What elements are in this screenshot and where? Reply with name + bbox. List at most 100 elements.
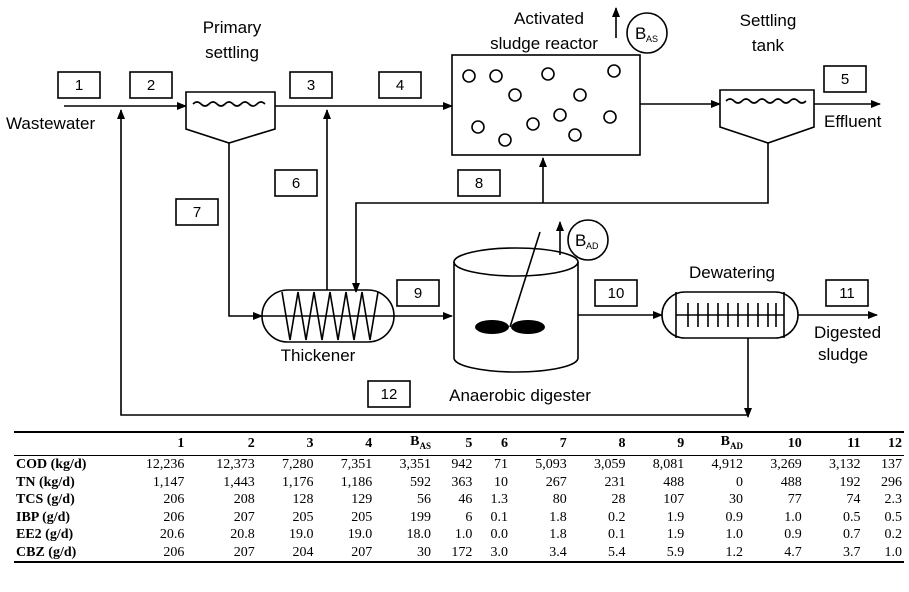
svg-text:8: 8 — [475, 175, 483, 192]
stream-box-12: 12 — [367, 380, 411, 408]
table-cell: 18.0 — [406, 527, 431, 543]
stream-box-3: 3 — [289, 71, 333, 99]
table-cell: 206 — [163, 492, 185, 508]
table-cell: 0.5 — [884, 509, 903, 525]
stream-box-9: 9 — [396, 279, 440, 307]
table-cell: 4,912 — [711, 457, 744, 473]
table-cell: 8,081 — [652, 457, 685, 473]
column-header: 9 — [627, 430, 687, 456]
table-cell: 0.0 — [490, 527, 508, 543]
process-flow-diagram: Primary settling Activated sludge reacto… — [6, 7, 882, 418]
table-cell: 56 — [416, 492, 431, 508]
svg-text:11: 11 — [839, 285, 855, 302]
table-cell: 3.7 — [803, 543, 863, 563]
table-cell: 488 — [780, 474, 802, 490]
column-header: BAS — [374, 430, 433, 456]
activated-sludge-reactor: Activated sludge reactor — [451, 9, 641, 156]
b-as-sub: AS — [646, 34, 658, 44]
table-cell: 30 — [729, 492, 743, 508]
table-cell: 10 — [493, 474, 508, 490]
table-cell: 19.0 — [347, 527, 373, 543]
table-cell: 1,443 — [223, 474, 255, 490]
table-cell: 3,059 — [593, 457, 626, 473]
table-cell: 5.4 — [568, 543, 628, 563]
table-cell: 205 — [292, 509, 314, 525]
b-as-main: B — [635, 24, 646, 43]
column-header: 12 — [862, 430, 904, 456]
table-corner-cell — [14, 430, 116, 456]
table-cell: 1,147 — [152, 474, 185, 490]
svg-text:6: 6 — [292, 175, 300, 192]
table-cell: 1.3 — [490, 492, 508, 508]
table-cell: 7,351 — [340, 457, 373, 473]
table-cell: 267 — [545, 474, 567, 490]
table-cell: 1.0 — [454, 527, 473, 543]
table-cell: 208 — [233, 492, 255, 508]
table-cell: 28 — [611, 492, 626, 508]
svg-text:7: 7 — [193, 204, 201, 221]
table-cell: 296 — [881, 474, 902, 490]
table-cell: 199 — [409, 509, 431, 525]
stream-box-4: 4 — [378, 71, 422, 99]
table-cell: 1.8 — [549, 527, 567, 543]
effluent-label: Effluent — [824, 112, 882, 131]
column-header: 3 — [256, 430, 316, 456]
table-cell: 0.2 — [884, 527, 903, 543]
table-cell: 1.9 — [666, 527, 685, 543]
svg-text:1: 1 — [75, 77, 83, 94]
table-cell: 3.4 — [509, 543, 569, 563]
table-cell: 205 — [351, 509, 373, 525]
stream-12-line — [117, 109, 748, 416]
table-cell: 204 — [256, 543, 316, 563]
table-cell: 20.6 — [159, 527, 185, 543]
table-cell: 0.2 — [607, 509, 626, 525]
row-label: TN (kg/d) — [16, 474, 75, 490]
table-cell: 6 — [465, 509, 473, 525]
table-cell: 1,176 — [281, 474, 314, 490]
table-cell: 77 — [787, 492, 802, 508]
primary-settling-label-2: settling — [205, 43, 259, 62]
table-cell: 107 — [663, 492, 685, 508]
table-cell: 942 — [451, 457, 473, 473]
svg-text:5: 5 — [841, 71, 849, 88]
thickener-label: Thickener — [281, 346, 356, 365]
digester-label: Anaerobic digester — [449, 386, 591, 405]
table-cell: 46 — [458, 492, 473, 508]
svg-text:12: 12 — [381, 386, 398, 403]
table-cell: 1.0 — [862, 543, 904, 563]
stream-box-7: 7 — [175, 198, 219, 226]
table-cell: 0.5 — [843, 509, 861, 525]
table-cell: 0.7 — [843, 527, 861, 543]
table-cell: 1.8 — [549, 509, 567, 525]
b-ad-badge: B AD — [567, 219, 609, 261]
asr-label-2: sludge reactor — [490, 34, 598, 53]
table-cell: 0.1 — [490, 509, 508, 525]
table-cell: 30 — [374, 543, 433, 563]
column-header: BAD — [686, 430, 745, 456]
column-header: 10 — [745, 430, 804, 456]
table-cell: 0.1 — [607, 527, 626, 543]
table-cell: 19.0 — [288, 527, 314, 543]
table-cell: 5.9 — [627, 543, 687, 563]
stream-box-11: 11 — [825, 279, 869, 307]
table-cell: 12,236 — [145, 457, 185, 473]
b-as-badge: B AS — [626, 12, 668, 54]
table-cell: 71 — [493, 457, 508, 473]
stream-box-10: 10 — [594, 279, 638, 307]
table-cell: 7,280 — [281, 457, 314, 473]
table-cell: 3.0 — [474, 543, 510, 563]
column-header: 4 — [315, 430, 375, 456]
row-label: EE2 (g/d) — [16, 527, 74, 543]
digested-label-1: Digested — [814, 323, 881, 342]
table-cell: 1.9 — [666, 509, 685, 525]
table-cell: 206 — [116, 543, 187, 563]
svg-text:3: 3 — [307, 77, 315, 94]
column-header: 6 — [474, 430, 510, 456]
b-ad-main: B — [575, 231, 586, 250]
column-header: 7 — [509, 430, 569, 456]
table-cell: 137 — [881, 457, 902, 473]
stream-box-8: 8 — [457, 169, 501, 197]
